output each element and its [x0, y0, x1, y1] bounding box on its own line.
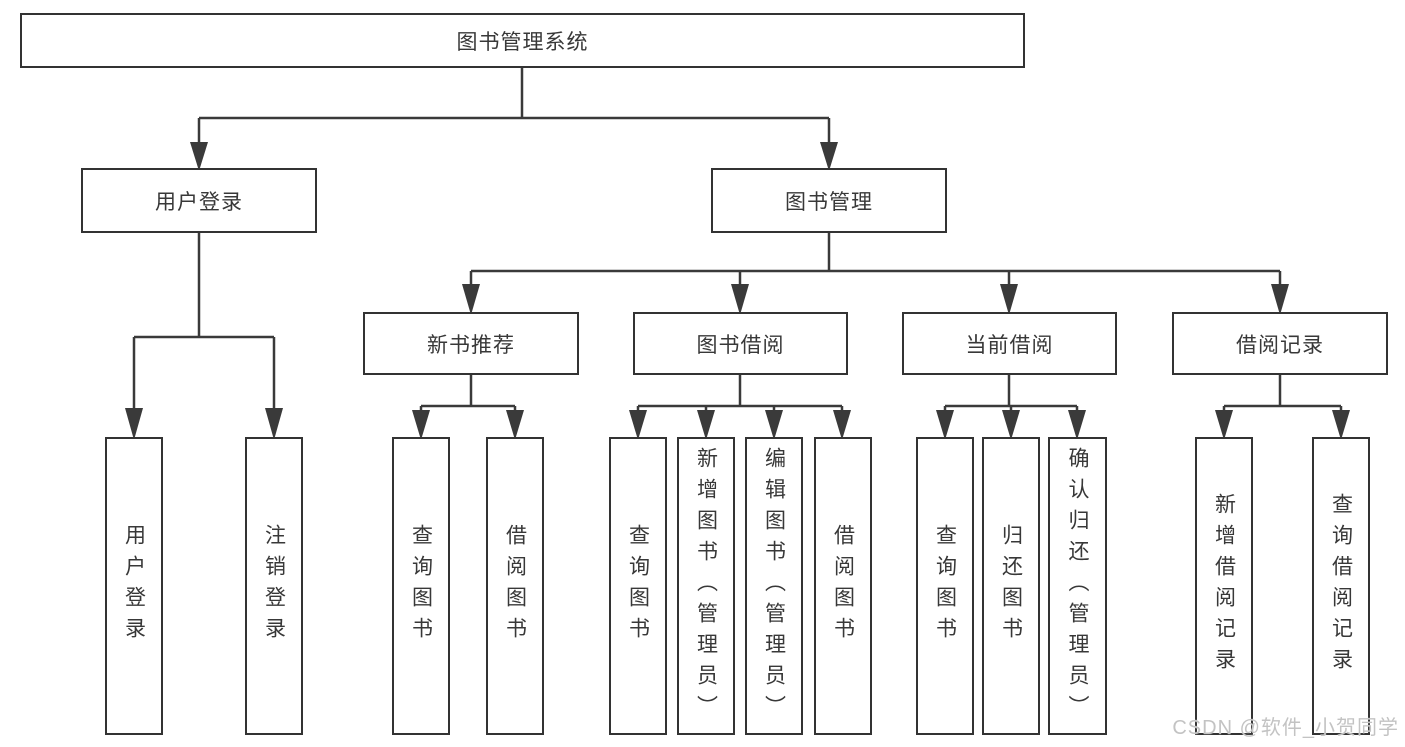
leaf-borrow-books-recommend: 借阅图书	[486, 437, 544, 735]
node-label: 新书推荐	[427, 333, 515, 357]
node-label: 查询图书	[933, 524, 957, 648]
node-library-management-system: 图书管理系统	[20, 13, 1025, 68]
node-borrowing-records: 借阅记录	[1172, 312, 1388, 375]
leaf-query-books-borrowing: 查询图书	[609, 437, 667, 735]
leaf-confirm-return-admin: 确认归还（管理员）	[1048, 437, 1107, 735]
leaf-query-books-current: 查询图书	[916, 437, 974, 735]
node-label: 图书管理系统	[456, 30, 589, 54]
node-label: 借阅图书	[831, 524, 855, 648]
leaf-borrow-books: 借阅图书	[814, 437, 872, 735]
node-label: 用户登录	[155, 190, 243, 214]
node-label: 查询图书	[626, 524, 650, 648]
node-book-management: 图书管理	[711, 168, 947, 233]
node-label: 借阅记录	[1236, 333, 1324, 357]
leaf-add-borrow-record: 新增借阅记录	[1195, 437, 1253, 735]
node-label: 新增借阅记录	[1212, 493, 1236, 679]
leaf-query-borrow-record: 查询借阅记录	[1312, 437, 1370, 735]
node-book-borrowing: 图书借阅	[633, 312, 848, 375]
node-label: 用户登录	[122, 524, 146, 648]
node-label: 归还图书	[999, 524, 1023, 648]
leaf-return-books: 归还图书	[982, 437, 1040, 735]
node-label: 查询图书	[409, 524, 433, 648]
node-label: 图书借阅	[696, 333, 785, 357]
node-current-borrowing: 当前借阅	[902, 312, 1117, 375]
leaf-add-book-admin: 新增图书（管理员）	[677, 437, 735, 735]
node-label: 图书管理	[785, 190, 873, 214]
node-label: 新增图书（管理员）	[694, 446, 718, 726]
node-new-book-recommend: 新书推荐	[363, 312, 579, 375]
node-label: 查询借阅记录	[1329, 493, 1353, 679]
node-label: 确认归还（管理员）	[1066, 446, 1089, 726]
node-label: 当前借阅	[965, 333, 1054, 357]
leaf-edit-book-admin: 编辑图书（管理员）	[745, 437, 803, 735]
leaf-logout: 注销登录	[245, 437, 303, 735]
leaf-query-books-recommend: 查询图书	[392, 437, 450, 735]
node-label: 注销登录	[262, 524, 286, 648]
leaf-user-login: 用户登录	[105, 437, 163, 735]
node-label: 编辑图书（管理员）	[762, 446, 786, 726]
csdn-watermark: CSDN @软件_小贺同学	[1172, 717, 1399, 739]
node-label: 借阅图书	[503, 524, 527, 648]
node-user-login: 用户登录	[81, 168, 317, 233]
